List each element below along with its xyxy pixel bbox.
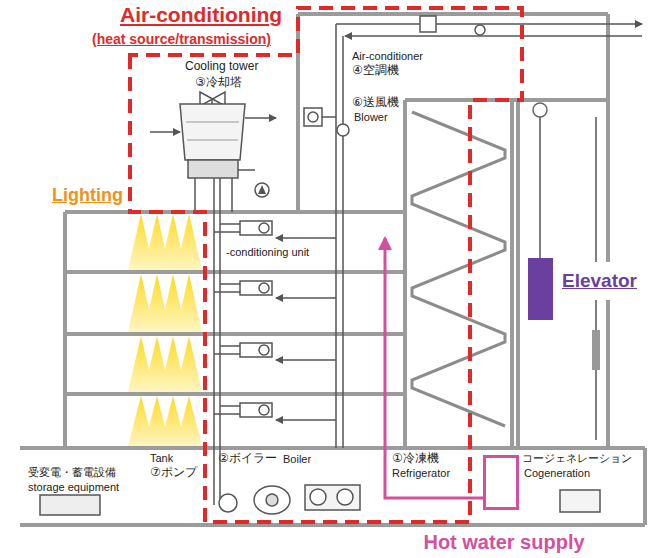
hot-water-label: Hot water supply [423,531,584,554]
dashed-outline [88,0,528,526]
part-label: ⑥送風機 [352,96,399,110]
part-label: 受変電・蓄電設備 [28,466,116,479]
part-label: コージェネレーション [522,452,632,465]
ducts-and-blower [304,16,642,136]
dashed-region: Air-conditioning (heat source/transmissio… [88,0,528,526]
hot-water-box: Hot water supply [483,455,519,510]
stairs [412,112,505,426]
part-label: ②ボイラー [218,452,277,466]
part-label: Cogeneration [524,467,590,480]
elevator-label: Elevator [562,270,637,292]
part-label: ①冷凍機 [392,452,439,466]
part-label: Refrigerator [392,467,450,480]
part-label: ④空調機 [352,64,399,78]
part-label: storage equipment [28,481,119,494]
part-label: ⑦ポンプ [150,466,197,480]
air-conditioning-units [214,221,336,420]
part-label: Cooling tower [185,60,258,74]
part-label: ③冷却塔 [195,76,242,90]
riser-pipes [214,24,343,505]
part-label: Lighting [52,185,123,206]
part-label: Blower [354,111,388,124]
building-walls [20,14,645,525]
part-label: Boiler [283,453,311,466]
elevator-car: Elevator [528,258,553,320]
dashed-outline-path [130,8,522,522]
part-label: Tank [150,452,173,465]
region-heading: Air-conditioning [120,3,282,27]
cooling-tower [150,92,276,212]
basement-equipment [40,485,600,515]
lighting-cones [128,214,202,446]
part-label: Air-conditioner [352,50,423,63]
part-label: -conditioning unit [226,246,309,259]
region-subheading: (heat source/transmission) [92,31,271,47]
